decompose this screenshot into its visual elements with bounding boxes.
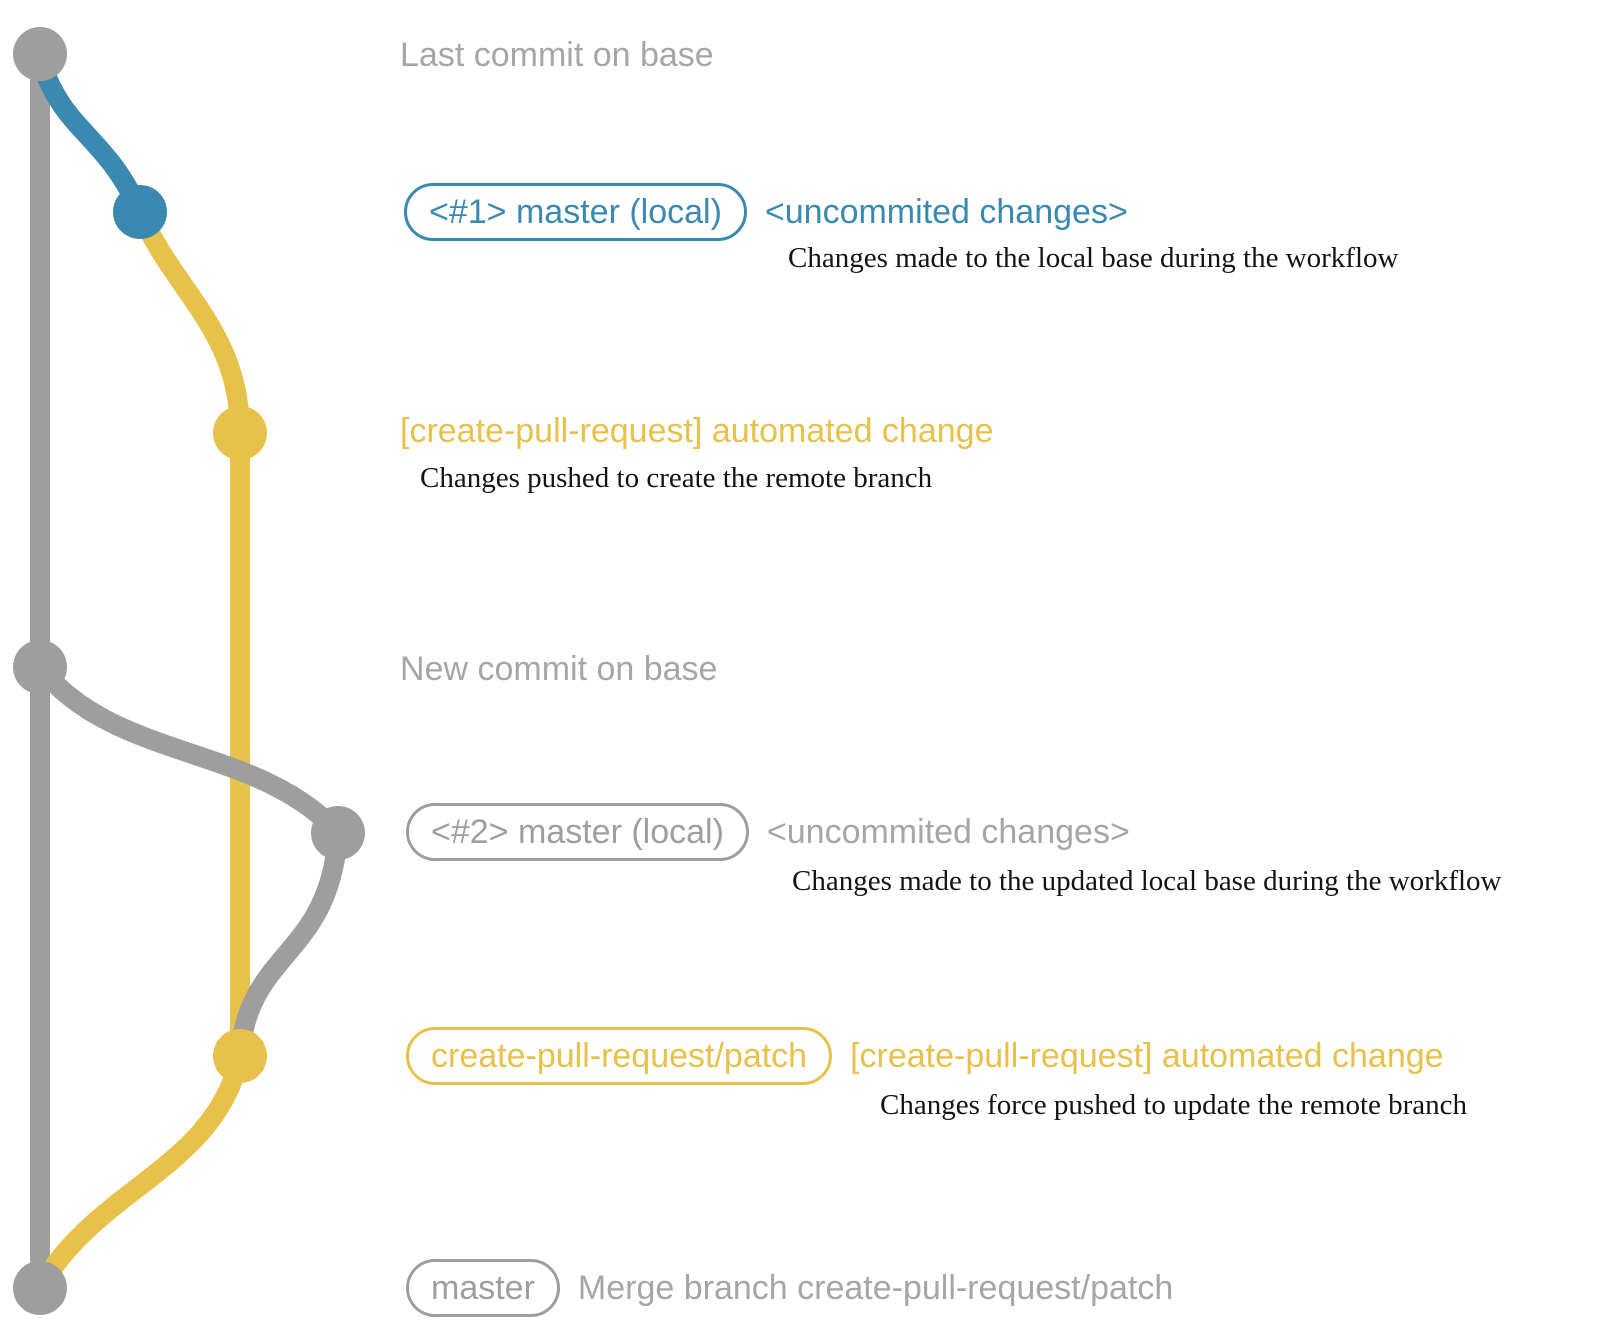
badge-master-local-2: <#2> master (local) <box>406 803 749 861</box>
label-uncommited-changes-1: <uncommited changes> <box>764 192 1128 231</box>
note-force-push-remote: Changes force pushed to update the remot… <box>880 1089 1468 1121</box>
label-uncommited-changes-2: <uncommited changes> <box>766 812 1130 851</box>
label-merge-branch: Merge branch create-pull-request/patch <box>577 1268 1174 1307</box>
commit-node-remote-2 <box>213 1029 267 1083</box>
remote-branch-edge-merge <box>31 1053 250 1293</box>
row-merge: master Merge branch create-pull-request/… <box>406 1259 1173 1317</box>
note-local-changes-1: Changes made to the local base during th… <box>788 242 1399 274</box>
row-remote-branch: create-pull-request/patch [create-pull-r… <box>406 1027 1444 1085</box>
badge-create-pull-request-patch: create-pull-request/patch <box>406 1027 833 1085</box>
branch-graph <box>13 27 365 1315</box>
commit-node-local-1 <box>113 185 167 239</box>
label-new-commit-on-base: New commit on base <box>400 650 718 688</box>
row-local-commit-1: <#1> master (local) <uncommited changes> <box>404 183 1128 241</box>
local-branch-edge-2 <box>32 660 346 840</box>
local-branch-edge-1 <box>30 55 150 217</box>
commit-node-new-base <box>13 640 67 694</box>
commit-node-last-base <box>13 27 67 81</box>
row-local-commit-2: <#2> master (local) <uncommited changes> <box>406 803 1130 861</box>
label-automated-change-2: [create-pull-request] automated change <box>850 1036 1444 1075</box>
commit-node-local-2 <box>311 806 365 860</box>
commit-node-remote-1 <box>213 406 267 460</box>
remote-branch-edge-create <box>130 208 250 434</box>
force-push-edge <box>230 832 348 1057</box>
note-local-changes-2: Changes made to the updated local base d… <box>792 865 1502 897</box>
commit-node-merge <box>13 1261 67 1315</box>
label-automated-change-1: [create-pull-request] automated change <box>400 412 994 450</box>
label-last-commit-on-base: Last commit on base <box>400 36 714 74</box>
badge-master-local-1: <#1> master (local) <box>404 183 747 241</box>
badge-master: master <box>406 1259 560 1317</box>
note-push-create-remote: Changes pushed to create the remote bran… <box>420 462 933 494</box>
